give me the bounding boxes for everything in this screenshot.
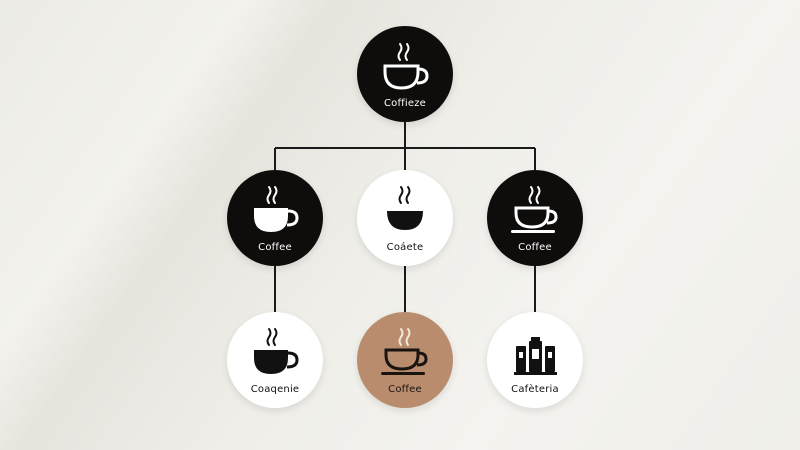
coffee-cup-saucer-icon [511, 186, 558, 233]
level3-center-node[interactable]: Coffee [357, 312, 453, 408]
coffee-mug-steam-icon [254, 328, 299, 374]
coffee-bowl-steam-icon [387, 186, 423, 230]
espresso-machine-icon [514, 337, 557, 375]
coffee-cup-saucer-icon [381, 328, 428, 375]
coffee-cup-steam-icon [383, 43, 429, 90]
level2-right-label: Coffee [518, 242, 552, 253]
level2-center-label: Coáete [386, 242, 424, 253]
level3-right-node[interactable]: Cafèteria [487, 312, 583, 408]
level3-right-label: Cafèteria [511, 384, 559, 395]
level2-center-node[interactable]: Coáete [357, 170, 453, 266]
root-node[interactable]: Coffieze [357, 26, 453, 122]
level3-center-label: Coffee [388, 384, 422, 395]
level2-left-label: Coffee [258, 242, 292, 253]
coffee-mug-steam-icon [254, 186, 299, 232]
level3-left-label: Coaqenie [250, 384, 300, 395]
level2-right-node[interactable]: Coffee [487, 170, 583, 266]
level2-left-node[interactable]: Coffee [227, 170, 323, 266]
root-node-label: Coffieze [383, 98, 427, 109]
level3-left-node[interactable]: Coaqenie [227, 312, 323, 408]
